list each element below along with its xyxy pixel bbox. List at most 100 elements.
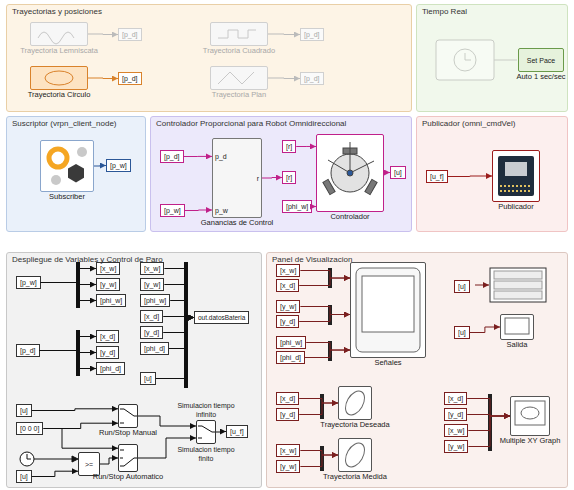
signal-tag: [x_d]: [276, 279, 299, 292]
block-label: [p_d]: [122, 74, 138, 83]
block-label: [p_d]: [164, 152, 180, 161]
panel-heading: Publicador (omni_cmdVel): [422, 119, 515, 128]
block-label: [u]: [20, 406, 28, 415]
block: Run/Stop Manual: [118, 404, 138, 428]
signal-line: [306, 343, 350, 351]
drawing-part: [343, 148, 357, 154]
drawing-part: [51, 175, 61, 185]
signal-line: [268, 34, 300, 36]
signal-line: [164, 269, 194, 318]
signal-tag: [phi_w]: [140, 294, 170, 307]
signal-line: [41, 269, 96, 283]
drawing-part: [465, 53, 471, 60]
signal-line: [100, 458, 118, 464]
signal-tag: [y_w]: [444, 440, 468, 453]
block-label: [phi_d]: [100, 364, 121, 373]
block: Trayectoria Plan: [210, 66, 268, 90]
drawing-part: [331, 154, 369, 192]
drawing-part: [328, 268, 332, 288]
block-label: [p_d]: [304, 74, 320, 83]
drawing-part: [454, 49, 476, 71]
signal-tag: [p_d]: [300, 28, 324, 41]
drawing-part: [320, 394, 324, 419]
rqd-block: [436, 40, 517, 80]
block-label: [u]: [458, 328, 466, 337]
signal-tag: [u]: [16, 404, 32, 417]
signal-line: [300, 455, 338, 467]
signal-line: [170, 301, 194, 318]
panel-heading: Controlador Proporcional para Robot Omni…: [156, 119, 346, 128]
port-label: p_d: [215, 152, 227, 161]
block-caption: Trayectoria Circulo: [28, 90, 91, 99]
signal-line: [448, 176, 492, 178]
signal-tag: [phi_d]: [140, 342, 169, 355]
block-label: [phi_d]: [280, 353, 301, 362]
clock-icon: [20, 452, 78, 466]
signal-line: [163, 318, 194, 333]
block-label: [u]: [394, 168, 402, 177]
signal-line: [40, 351, 96, 353]
signal-line: [268, 78, 300, 80]
drawing-part: [505, 162, 527, 176]
panel-heading: Panel de Visualizacion: [272, 255, 352, 264]
block-label: out.datosBateria: [198, 313, 245, 322]
drawing-part: [494, 60, 517, 61]
block-label: [x_d]: [100, 332, 115, 341]
block-caption: Trayectoria Cuadrado: [203, 46, 275, 55]
drawing-part: [436, 40, 494, 80]
signal-tag: [x_w]: [444, 424, 468, 437]
signal-line: [164, 285, 194, 318]
signal-tag: [y_d]: [444, 408, 467, 421]
signal-line: [32, 409, 118, 411]
block-label: [r]: [286, 142, 292, 151]
block-label: [y_d]: [280, 317, 295, 326]
panel: [x_w][x_d][y_w][y_d][phi_w][phi_d]Señale…: [266, 252, 568, 488]
drawing-part: [218, 72, 254, 84]
signal-line: [467, 399, 510, 417]
drawing-part: [198, 426, 215, 438]
drawing-part: [494, 291, 542, 299]
block: Trayectoria Circulo: [30, 66, 88, 90]
block-label: [p_d]: [122, 30, 138, 39]
block-label: [y_w]: [144, 280, 160, 289]
block-caption: Subscriber: [49, 192, 85, 201]
block: Set PaceAuto 1 sec/sec: [518, 48, 564, 72]
signal-tag: [x_d]: [444, 392, 467, 405]
block: Run/Stop Automatico: [118, 444, 138, 472]
signal-tag: [p_d]: [160, 150, 184, 163]
signal-tag: [x_d]: [140, 310, 163, 323]
signal-tag: [u_f]: [226, 425, 248, 438]
block-label: [u]: [144, 374, 152, 383]
block-label: [y_w]: [280, 302, 296, 311]
drawing-part: [72, 456, 78, 462]
block-label: [p_w]: [164, 206, 181, 215]
signal-tag: [phi_w]: [96, 294, 126, 307]
signal-tag: [p_d]: [16, 344, 40, 357]
block-label: [x_w]: [280, 266, 296, 275]
signal-tag: [u]: [454, 326, 470, 339]
drawing-part: [328, 341, 332, 361]
signal-line: [468, 416, 510, 447]
trajectory-icons: [38, 30, 256, 85]
block-label: [y_d]: [448, 410, 463, 419]
block-caption: Simulacion tiempo finito: [174, 445, 238, 463]
signal-line: [467, 415, 510, 417]
block-caption: Publicador: [498, 202, 533, 211]
signal-line: [43, 423, 118, 428]
signal-line: [299, 278, 350, 285]
signal-tag: out.datosBateria: [194, 311, 249, 324]
signal-line: [41, 283, 96, 301]
block-label: [phi_w]: [286, 202, 308, 211]
signal-line: [41, 283, 96, 285]
block-caption: Trayectoria Plan: [212, 90, 266, 99]
block: Trayectoria Lemniscata: [30, 22, 88, 46]
board-icon: [498, 156, 534, 196]
block-caption: Señales: [374, 358, 401, 367]
block-label: [y_d]: [100, 348, 115, 357]
signal-tag: [p_w]: [106, 159, 131, 172]
switch-symbols: [120, 409, 215, 466]
panel: Trayectoria Lemniscata [p_d] Trayectoria C…: [6, 4, 412, 112]
signal-line: [32, 471, 78, 476]
signal-tag: [x_d]: [276, 392, 299, 405]
port-label: p_w: [215, 206, 228, 215]
